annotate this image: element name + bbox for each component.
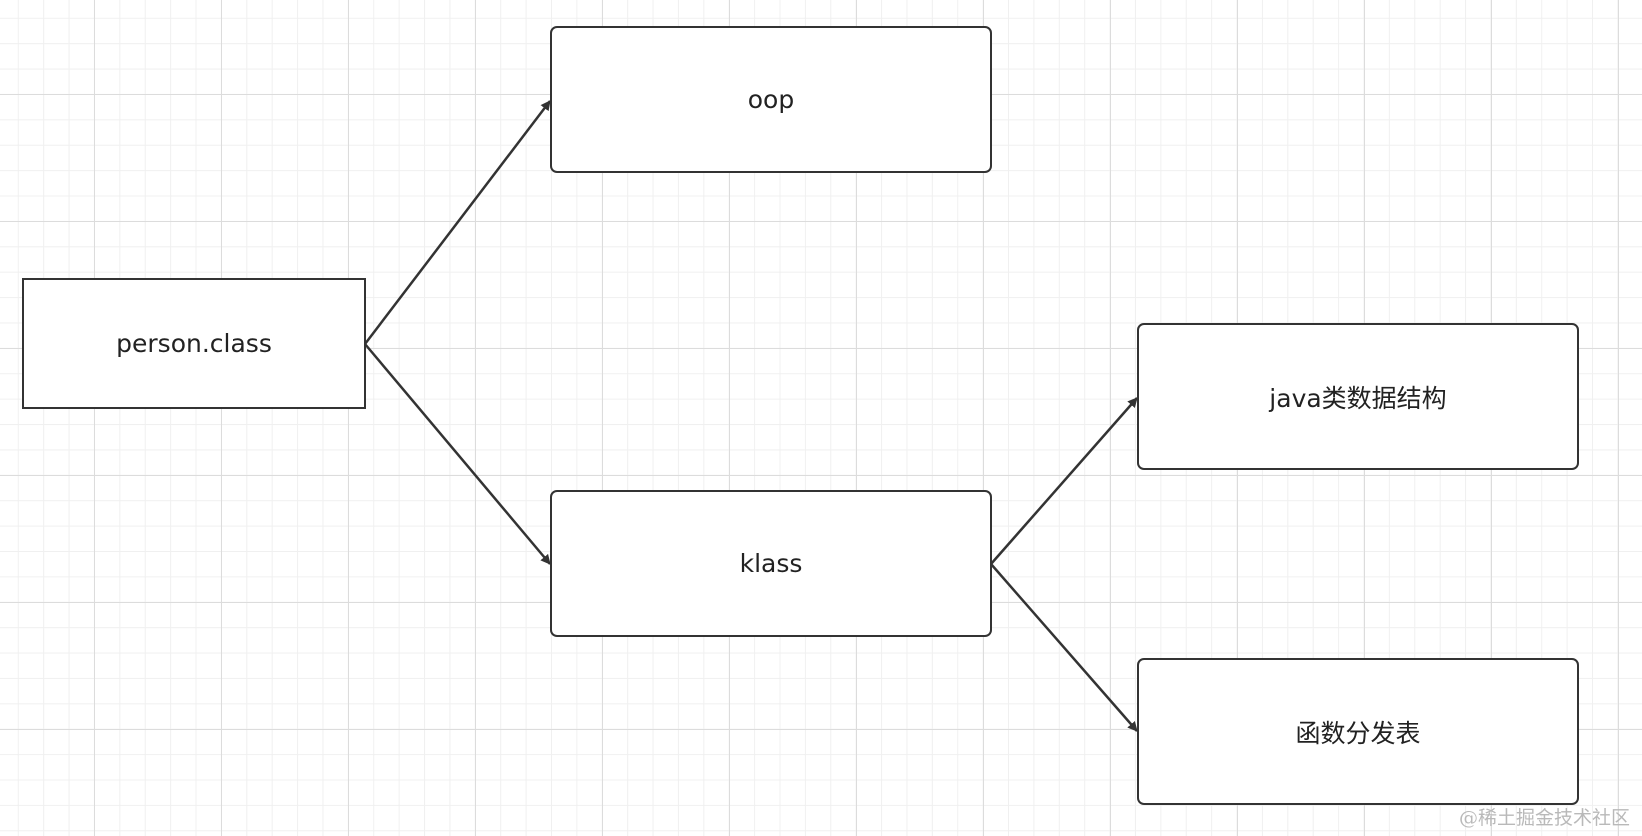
node-klass[interactable]: klass — [550, 490, 992, 637]
node-oop-label: oop — [747, 85, 795, 114]
node-person-class[interactable]: person.class — [22, 278, 366, 409]
node-dispatch-table-label: 函数分发表 — [1295, 718, 1421, 748]
node-oop[interactable]: oop — [550, 26, 992, 173]
node-java-struct[interactable]: java类数据结构 — [1137, 323, 1579, 470]
edge-klass-to-java-struct — [990, 397, 1138, 565]
node-dispatch-table[interactable]: 函数分发表 — [1137, 658, 1579, 805]
edge-person-to-oop — [364, 100, 551, 345]
edge-klass-to-dispatch-table — [990, 563, 1138, 732]
watermark: @稀土掘金技术社区 — [1458, 807, 1630, 829]
edge-person-to-klass — [364, 343, 551, 565]
node-klass-label: klass — [739, 549, 803, 578]
node-person-class-label: person.class — [116, 329, 272, 358]
node-java-struct-label: java类数据结构 — [1269, 383, 1447, 413]
